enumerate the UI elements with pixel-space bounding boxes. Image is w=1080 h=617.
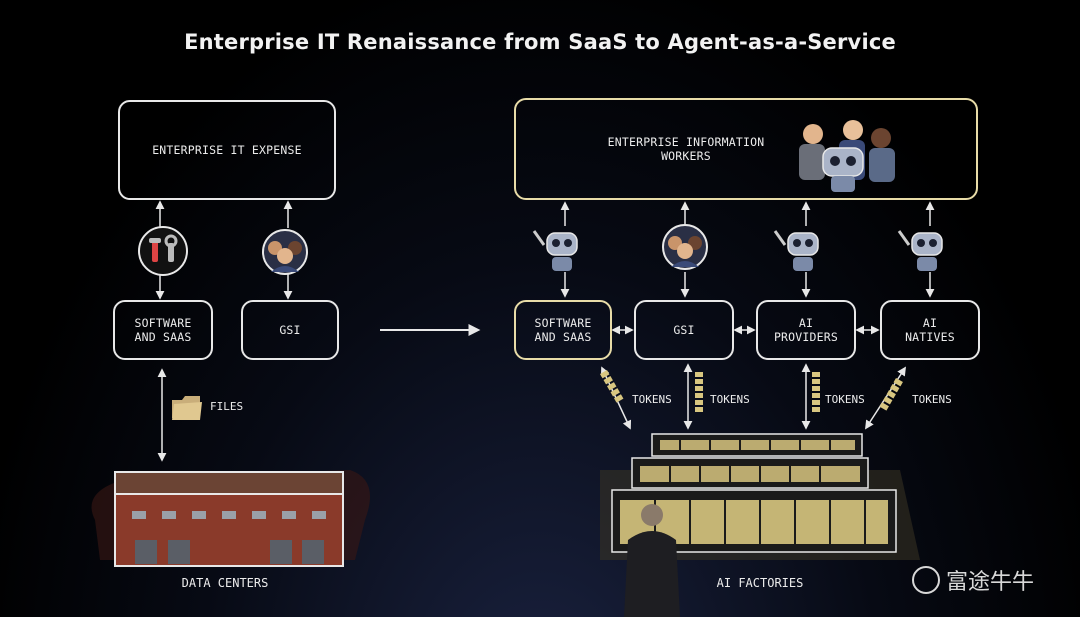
node-label: AI NATIVES bbox=[905, 316, 955, 344]
node-label: AI PROVIDERS bbox=[773, 316, 839, 344]
gsi-node-right: GSI bbox=[634, 300, 734, 360]
software-saas-node-right: SOFTWARE AND SAAS bbox=[514, 300, 612, 360]
files-label: FILES bbox=[210, 400, 244, 413]
slide-title: Enterprise IT Renaissance from SaaS to A… bbox=[184, 30, 896, 54]
robot-icon bbox=[773, 230, 819, 271]
tokens-label: TOKENS bbox=[825, 393, 865, 406]
node-label: GSI bbox=[279, 323, 301, 337]
ai-factories-caption: AI FACTORIES bbox=[716, 576, 804, 590]
gsi-node-left: GSI bbox=[241, 300, 339, 360]
watermark-logo-icon bbox=[912, 566, 940, 594]
box-label: ENTERPRISE INFORMATION WORKERS bbox=[607, 135, 765, 163]
tools-icon bbox=[138, 226, 188, 276]
enterprise-it-expense-box: ENTERPRISE IT EXPENSE bbox=[118, 100, 336, 200]
software-saas-node-left: SOFTWARE AND SAAS bbox=[113, 300, 213, 360]
tokens-label: TOKENS bbox=[912, 393, 952, 406]
people-group-icon bbox=[662, 224, 708, 270]
robot-icon bbox=[897, 230, 943, 271]
node-label: SOFTWARE AND SAAS bbox=[134, 316, 192, 344]
tokens-label: TOKENS bbox=[632, 393, 672, 406]
tokens-label: TOKENS bbox=[710, 393, 750, 406]
robot-icon bbox=[532, 230, 578, 271]
data-center-building bbox=[91, 470, 371, 567]
workers-robot-illustration bbox=[799, 120, 895, 192]
data-centers-caption: DATA CENTERS bbox=[181, 576, 269, 590]
node-label: SOFTWARE AND SAAS bbox=[534, 316, 592, 344]
watermark: 富途牛牛 bbox=[912, 564, 1072, 596]
left-connectors bbox=[155, 200, 293, 462]
token-stack-icons bbox=[600, 370, 903, 412]
folder-icon bbox=[172, 396, 202, 420]
people-group-icon bbox=[262, 229, 308, 275]
box-label: ENTERPRISE IT EXPENSE bbox=[152, 143, 302, 157]
watermark-text: 富途牛牛 bbox=[946, 570, 1035, 595]
presenter-figure bbox=[624, 504, 680, 617]
ai-natives-node: AI NATIVES bbox=[880, 300, 980, 360]
ai-providers-node: AI PROVIDERS bbox=[756, 300, 856, 360]
enterprise-information-workers-box: ENTERPRISE INFORMATION WORKERS bbox=[514, 98, 978, 200]
node-label: GSI bbox=[673, 323, 695, 337]
